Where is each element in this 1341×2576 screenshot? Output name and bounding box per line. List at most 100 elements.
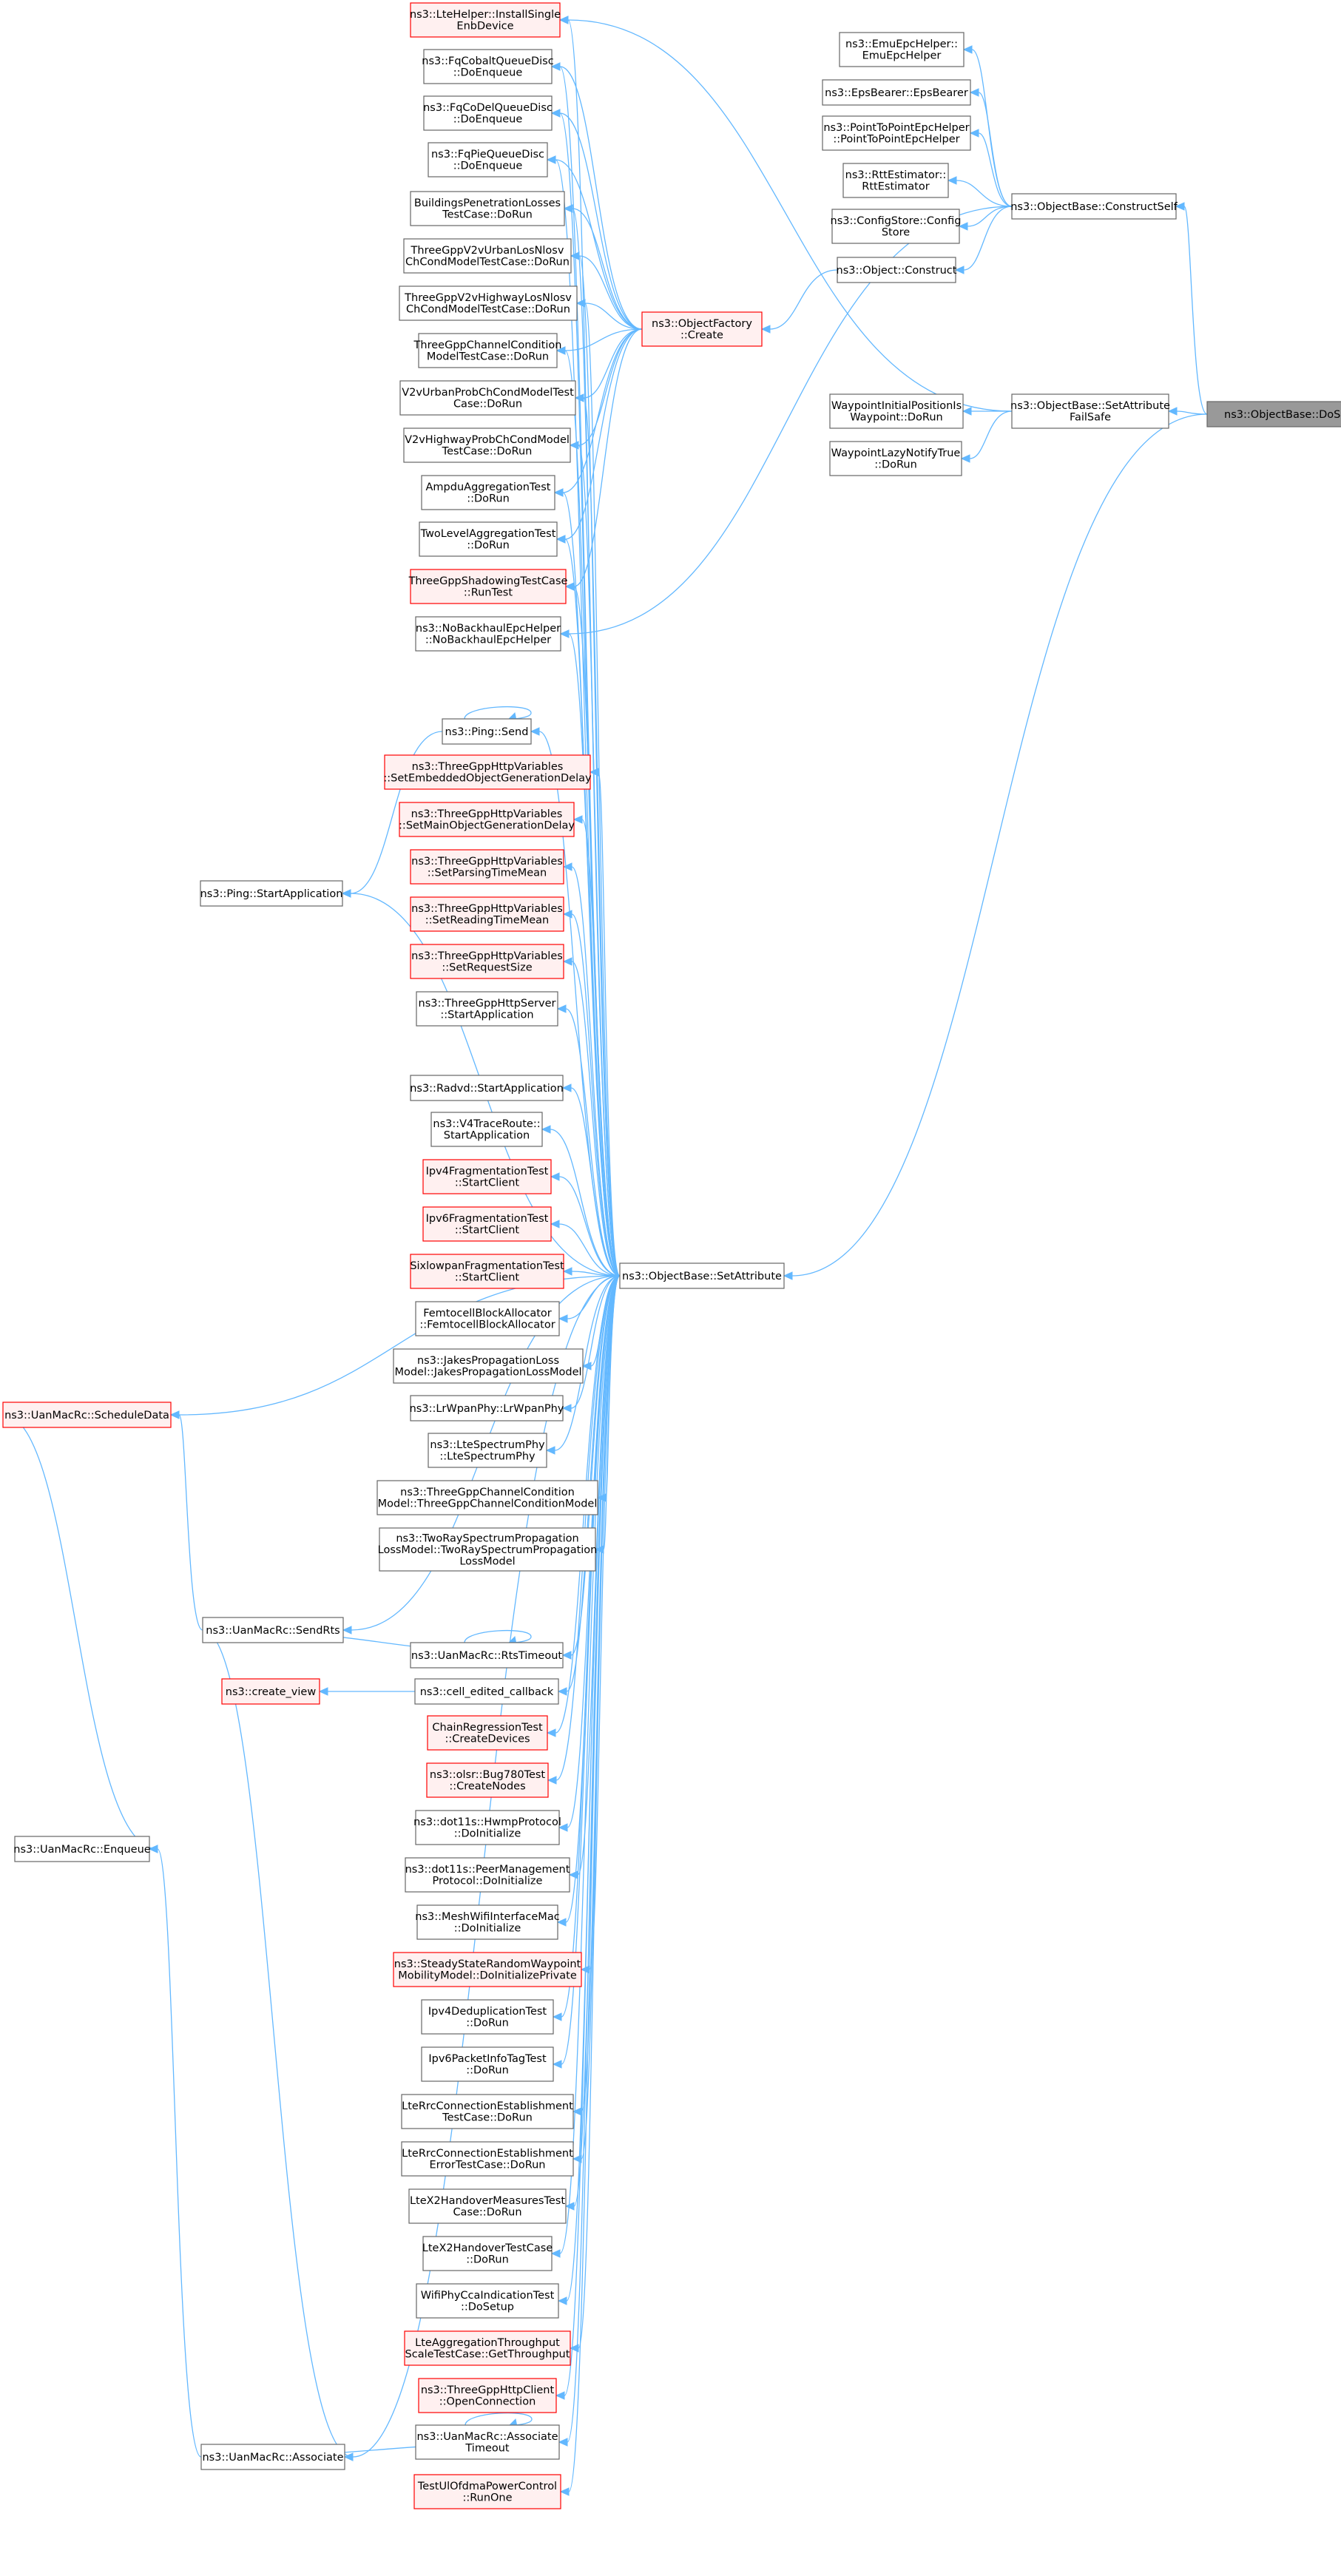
node-shadowing[interactable]: ThreeGppShadowingTestCase::RunTest <box>408 569 568 604</box>
node-box <box>379 1527 596 1572</box>
node-wplazy[interactable]: WaypointLazyNotifyTrue::DoRun <box>829 441 962 476</box>
node-ipv6pkt[interactable]: Ipv6PacketInfoTagTest::DoRun <box>421 2046 554 2082</box>
edge-ipv6pkt-to-setattribute <box>552 1275 621 2069</box>
node-objconstruct[interactable]: ns3::Object::Construct <box>837 257 957 283</box>
node-tworay[interactable]: ns3::TwoRaySpectrumPropagationLossModel:… <box>378 1527 598 1572</box>
node-fqcobalt[interactable]: ns3::FqCobaltQueueDisc::DoEnqueue <box>422 49 554 84</box>
edge-lteagg-to-setattribute <box>569 1275 621 2353</box>
node-ipv4frag[interactable]: Ipv4FragmentationTest::StartClient <box>422 1159 552 1194</box>
node-chcondmodel[interactable]: ns3::ThreeGppChannelConditionModel::Thre… <box>376 1480 598 1515</box>
node-pingsend[interactable]: ns3::Ping::Send <box>442 718 532 745</box>
node-box <box>418 2378 557 2413</box>
node-ltex2[interactable]: LteX2HandoverTestCase::DoRun <box>422 2236 553 2271</box>
edge-setattrfailsafe-to-doset <box>1167 407 1208 416</box>
node-httpparsing[interactable]: ns3::ThreeGppHttpVariables::SetParsingTi… <box>410 849 564 885</box>
node-lterrc[interactable]: LteRrcConnectionEstablishmentTestCase::D… <box>401 2094 574 2129</box>
edge-associate-to-sendrts <box>202 1629 354 2461</box>
node-ipv6frag[interactable]: Ipv6FragmentationTest::StartClient <box>422 1206 552 1242</box>
node-rttest[interactable]: ns3::RttEstimator::RttEstimator <box>842 163 949 198</box>
node-lrwpan[interactable]: ns3::LrWpanPhy::LrWpanPhy <box>410 1395 564 1421</box>
node-p2pepc[interactable]: ns3::PointToPointEpcHelper::PointToPoint… <box>822 115 971 151</box>
node-httpserver[interactable]: ns3::ThreeGppHttpServer::StartApplicatio… <box>416 991 558 1027</box>
node-label: Timeout <box>465 2443 510 2455</box>
node-sendrts[interactable]: ns3::UanMacRc::SendRts <box>202 1617 344 1643</box>
node-label: ns3::FqPieQueueDisc <box>431 149 544 160</box>
edge-v2vhighwayprob-to-setattribute <box>569 441 621 1277</box>
node-v2vhighwaylos[interactable]: ThreeGppV2vHighwayLosNlosvChCondModelTes… <box>399 285 578 321</box>
node-constructself[interactable]: ns3::ObjectBase::ConstructSelf <box>1010 193 1178 220</box>
node-httprequest[interactable]: ns3::ThreeGppHttpVariables::SetRequestSi… <box>410 944 564 979</box>
node-label: ::RunTest <box>464 587 513 599</box>
node-label: ns3::Radvd::StartApplication <box>410 1083 564 1095</box>
node-label: ScaleTestCase::GetThroughput <box>405 2349 570 2361</box>
node-fqpie[interactable]: ns3::FqPieQueueDisc::DoEnqueue <box>428 142 548 178</box>
node-v4trace[interactable]: ns3::V4TraceRoute::StartApplication <box>430 1112 543 1147</box>
node-label: Case::DoRun <box>453 2207 521 2219</box>
node-bldgpen[interactable]: BuildingsPenetrationLossesTestCase::DoRu… <box>410 191 565 226</box>
node-femtocell[interactable]: FemtocellBlockAllocator::FemtocellBlockA… <box>415 1301 560 1336</box>
node-associate[interactable]: ns3::UanMacRc::Associate <box>200 2444 345 2470</box>
node-v2vurbanlos[interactable]: ThreeGppV2vUrbanLosNlosvChCondModelTestC… <box>403 238 572 274</box>
node-httpclient[interactable]: ns3::ThreeGppHttpClient::OpenConnection <box>418 2378 557 2413</box>
node-olsr[interactable]: ns3::olsr::Bug780Test::CreateNodes <box>426 1762 549 1798</box>
node-createview[interactable]: ns3::create_view <box>221 1678 320 1705</box>
node-label: ns3::SteadyStateRandomWaypoint <box>394 1958 581 1970</box>
node-configstore[interactable]: ns3::ConfigStore::ConfigStore <box>831 209 962 244</box>
node-jakes[interactable]: ns3::JakesPropagationLossModel::JakesPro… <box>393 1348 584 1384</box>
node-scheduledata[interactable]: ns3::UanMacRc::ScheduleData <box>2 1402 172 1428</box>
node-sixlowpan[interactable]: SixlowpanFragmentationTest::StartClient <box>410 1254 564 1289</box>
node-box <box>410 849 564 885</box>
node-lteagg[interactable]: LteAggregationThroughputScaleTestCase::G… <box>404 2330 571 2366</box>
node-hwmp[interactable]: ns3::dot11s::HwmpProtocol::DoInitialize <box>413 1810 561 1845</box>
edge-ltex2-to-setattribute <box>550 1275 621 2258</box>
node-setattribute[interactable]: ns3::ObjectBase::SetAttribute <box>619 1262 785 1289</box>
node-box <box>376 1480 598 1515</box>
node-label: ::PointToPointEpcHelper <box>833 134 959 146</box>
node-wifiphycca[interactable]: WifiPhyCcaIndicationTest::DoSetup <box>416 2283 559 2319</box>
node-httpembedded[interactable]: ns3::ThreeGppHttpVariables::SetEmbeddedO… <box>383 754 592 790</box>
node-label: ::RunOne <box>462 2492 512 2504</box>
node-peermgmt[interactable]: ns3::dot11s::PeerManagementProtocol::DoI… <box>405 1857 570 1893</box>
node-chcondtest[interactable]: ThreeGppChannelConditionModelTestCase::D… <box>413 333 562 368</box>
node-doset[interactable]: ns3::ObjectBase::DoSet <box>1206 401 1341 427</box>
edge-nobackhaul-to-setattribute <box>559 629 621 1277</box>
node-lterrcerr[interactable]: LteRrcConnectionEstablishmentErrorTestCa… <box>401 2141 574 2177</box>
node-ofdma[interactable]: TestUlOfdmaPowerControl::RunOne <box>413 2474 561 2509</box>
node-label: ns3::ObjectBase::SetAttribute <box>1010 400 1170 412</box>
node-ipv4dedup[interactable]: Ipv4DeduplicationTest::DoRun <box>421 1999 554 2035</box>
node-celledited[interactable]: ns3::cell_edited_callback <box>414 1678 559 1705</box>
node-meshwifi[interactable]: ns3::MeshWifiInterfaceMac::DoInitialize <box>415 1904 560 1940</box>
node-httpreading[interactable]: ns3::ThreeGppHttpVariables::SetReadingTi… <box>410 896 564 932</box>
node-rtstimeout[interactable]: ns3::UanMacRc::RtsTimeout <box>410 1642 564 1669</box>
node-box <box>416 1904 558 1940</box>
node-label: ns3::ThreeGppHttpVariables <box>412 761 564 773</box>
node-box <box>393 1952 582 1987</box>
node-enqueue[interactable]: ns3::UanMacRc::Enqueue <box>13 1836 151 1862</box>
node-chainreg[interactable]: ChainRegressionTest::CreateDevices <box>427 1715 548 1751</box>
node-label: ::SetParsingTimeMean <box>428 868 547 879</box>
node-epsbearer[interactable]: ns3::EpsBearer::EpsBearer <box>822 79 971 106</box>
edge-pingsend-to-pingsend <box>464 706 532 721</box>
node-radvd[interactable]: ns3::Radvd::StartApplication <box>410 1075 564 1101</box>
node-label: AmpduAggregationTest <box>426 481 551 493</box>
node-twolevel[interactable]: TwoLevelAggregationTest::DoRun <box>419 521 558 557</box>
node-steadystate[interactable]: ns3::SteadyStateRandomWaypointMobilityMo… <box>393 1952 582 1987</box>
node-emuepc[interactable]: ns3::EmuEpcHelper::EmuEpcHelper <box>839 32 965 67</box>
node-box <box>399 802 575 837</box>
node-pingstart[interactable]: ns3::Ping::StartApplication <box>200 880 343 907</box>
node-label: ErrorTestCase::DoRun <box>430 2160 546 2171</box>
node-fqcodel[interactable]: ns3::FqCoDelQueueDisc::DoEnqueue <box>423 95 553 131</box>
node-ltespectrum[interactable]: ns3::LteSpectrumPhy::LteSpectrumPhy <box>428 1433 547 1468</box>
node-nobackhaul[interactable]: ns3::NoBackhaulEpcHelper::NoBackhaulEpcH… <box>415 616 561 652</box>
node-httpmain[interactable]: ns3::ThreeGppHttpVariables::SetMainObjec… <box>399 802 575 837</box>
node-ampdu[interactable]: AmpduAggregationTest::DoRun <box>421 475 555 510</box>
node-objfactory[interactable]: ns3::ObjectFactory::Create <box>641 311 763 347</box>
node-label: ns3::LteHelper::InstallSingle <box>410 9 561 21</box>
